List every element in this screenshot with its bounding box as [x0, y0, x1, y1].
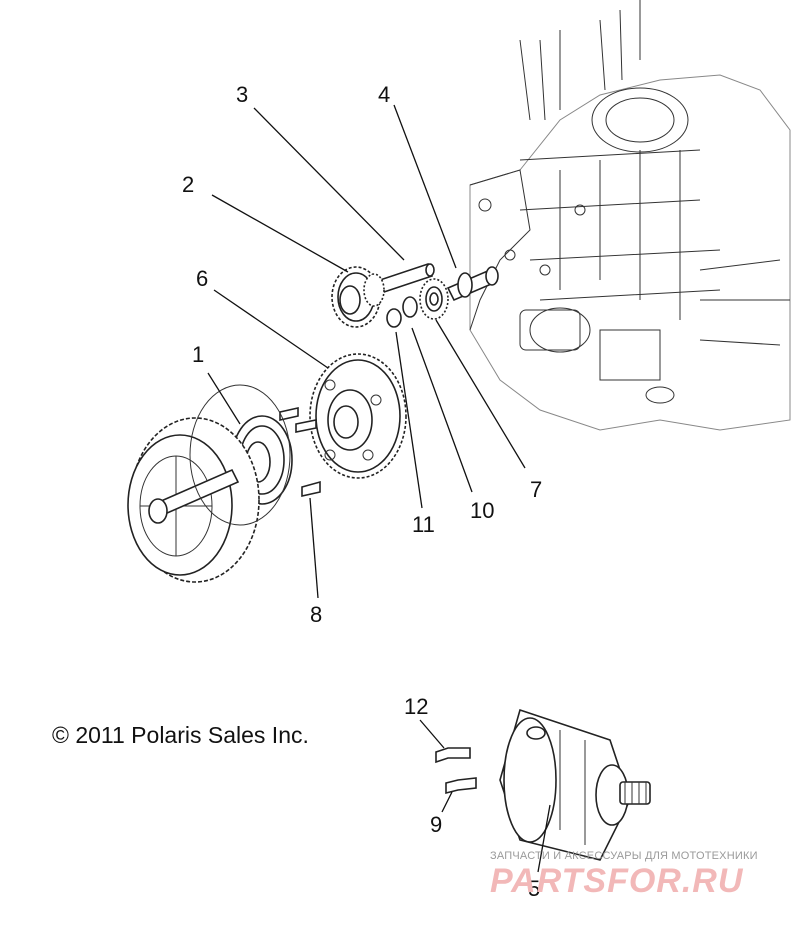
part-9-bolt — [445, 777, 477, 795]
callout-6: 6 — [196, 266, 208, 291]
callout-2: 2 — [182, 172, 194, 197]
callout-3: 3 — [236, 82, 248, 107]
callout-11: 11 — [412, 512, 435, 537]
part-10-washer — [402, 296, 418, 318]
engine-case — [469, 0, 791, 431]
part-12-bolt — [435, 747, 471, 764]
part-8-bolts — [279, 407, 321, 497]
callout-8: 8 — [310, 602, 322, 627]
watermark-logo: PARTSFOR.RU — [490, 862, 744, 900]
callout-10: 10 — [470, 498, 494, 523]
part-2-idler-gear — [331, 266, 385, 328]
part-5-starter-motor — [499, 708, 651, 861]
callout-5: 5 — [528, 876, 540, 901]
leader-lines — [207, 104, 551, 873]
callout-9: 9 — [430, 812, 442, 837]
callout-12: 12 — [404, 694, 428, 719]
flywheel — [127, 384, 291, 583]
part-7-small-gear — [419, 278, 449, 320]
callout-4: 4 — [378, 82, 390, 107]
callout-1: 1 — [192, 342, 204, 367]
callout-labels: 1 2 3 4 6 7 8 10 11 12 9 5 — [182, 82, 542, 901]
part-11-washer — [386, 308, 402, 328]
watermark-tagline: ЗАПЧАСТИ И АКСЕССУАРЫ ДЛЯ МОТОТЕХНИКИ — [490, 850, 758, 862]
part-4-drive-shaft — [446, 266, 499, 302]
callout-7: 7 — [530, 477, 542, 502]
part-6-starter-gear — [309, 353, 407, 479]
copyright-text: © 2011 Polaris Sales Inc. — [52, 722, 309, 748]
